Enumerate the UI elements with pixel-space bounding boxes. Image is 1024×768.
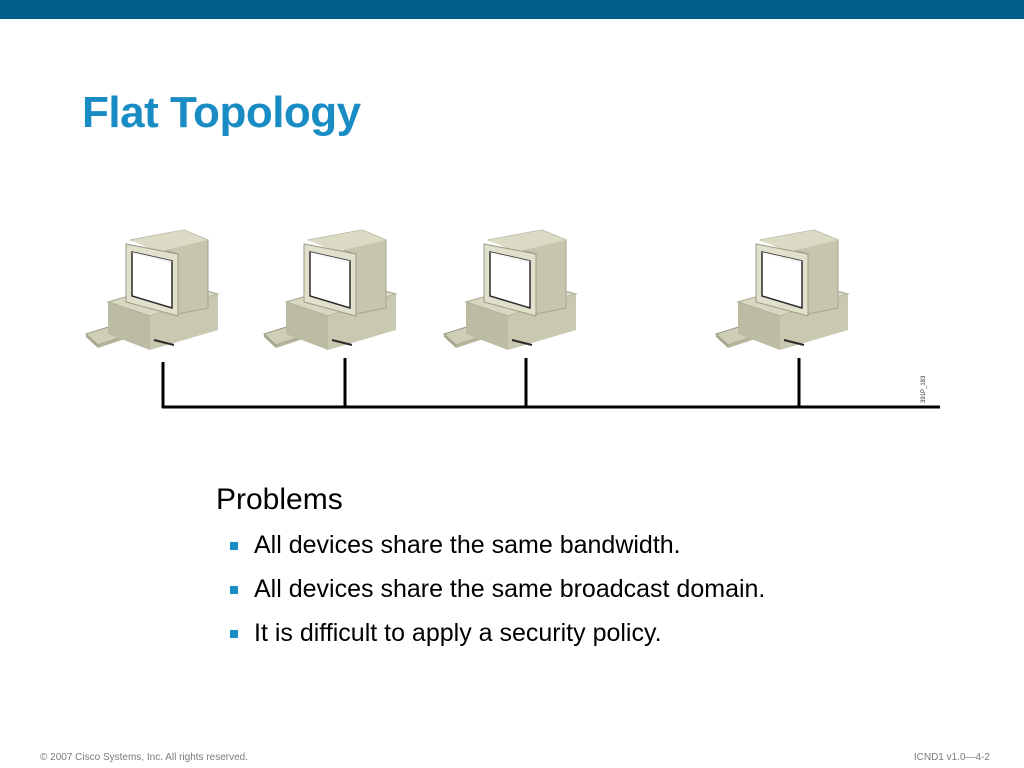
problems-section: Problems All devices share the same band… <box>216 483 765 663</box>
footer-copyright: © 2007 Cisco Systems, Inc. All rights re… <box>40 752 249 763</box>
figure-id: 391P_183 <box>921 375 927 403</box>
problems-heading: Problems <box>216 483 343 516</box>
square-bullet-icon <box>230 630 238 638</box>
bullet-text: All devices share the same broadcast dom… <box>254 575 766 603</box>
square-bullet-icon <box>230 542 238 550</box>
list-item: All devices share the same bandwidth. <box>230 531 765 560</box>
computer-icon-3 <box>443 229 577 351</box>
computer-icon-2 <box>263 229 397 351</box>
computer-icon-4 <box>715 229 849 351</box>
top-banner <box>0 0 1024 19</box>
problems-list: All devices share the same bandwidth. Al… <box>216 531 765 648</box>
square-bullet-icon <box>230 586 238 594</box>
computer-icon-1 <box>85 229 219 351</box>
list-item: It is difficult to apply a security poli… <box>230 619 765 648</box>
list-item: All devices share the same broadcast dom… <box>230 575 765 604</box>
footer-course-id: ICND1 v1.0—4-2 <box>913 752 990 763</box>
slide-title: Flat Topology <box>82 88 361 137</box>
network-diagram <box>85 229 940 409</box>
bullet-text: It is difficult to apply a security poli… <box>254 619 662 647</box>
bullet-text: All devices share the same bandwidth. <box>254 531 681 559</box>
